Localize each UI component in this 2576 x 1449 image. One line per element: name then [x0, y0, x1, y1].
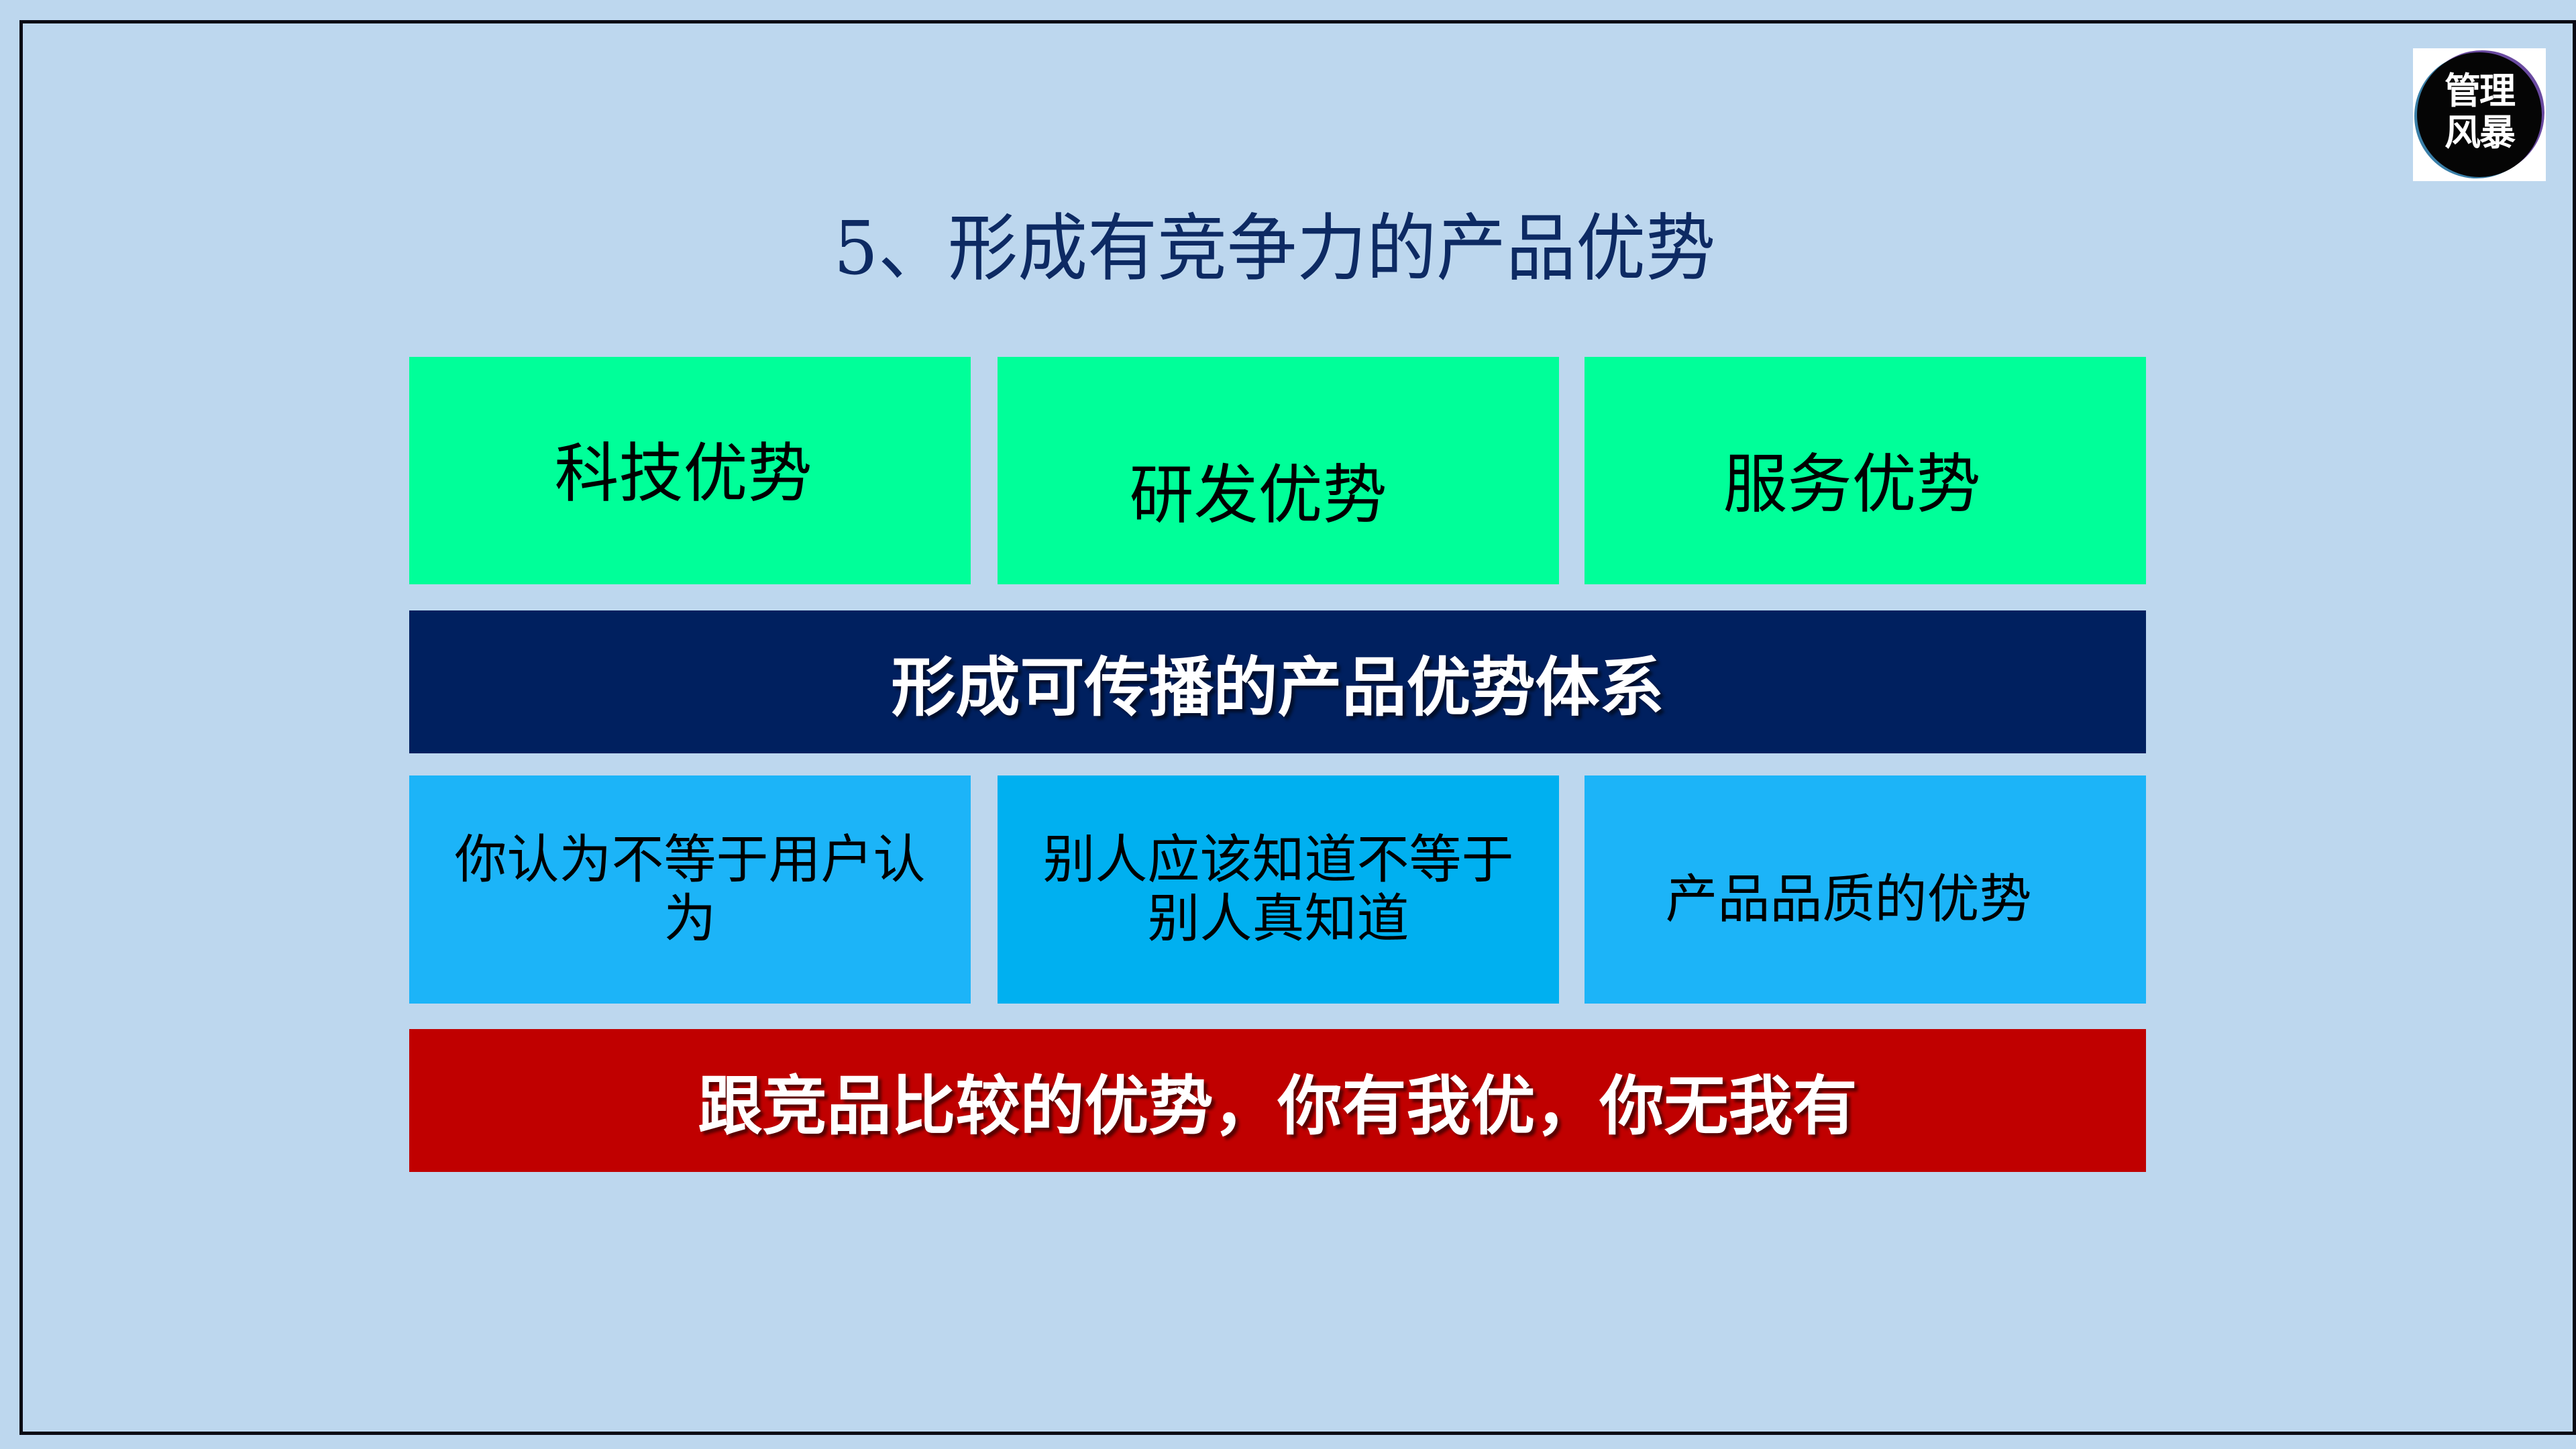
quality-box: 产品品质的优势 — [1585, 775, 2146, 1004]
competitor-comparison-bar: 跟竞品比较的优势，你有我优，你无我有 — [409, 1029, 2146, 1172]
perception-label: 你认为不等于用户认为 — [454, 830, 926, 949]
awareness-box: 别人应该知道不等于别人真知道 — [998, 775, 1559, 1004]
tech-advantage-label: 科技优势 — [554, 436, 812, 511]
awareness-label: 别人应该知道不等于别人真知道 — [1042, 830, 1514, 949]
service-advantage-box: 服务优势 — [1585, 357, 2146, 584]
service-advantage-label: 服务优势 — [1723, 447, 1981, 522]
advantage-system-label: 形成可传播的产品优势体系 — [891, 650, 1664, 725]
tech-advantage-box: 科技优势 — [409, 357, 971, 584]
quality-label: 产品品质的优势 — [1665, 869, 2032, 930]
brand-logo: 管理 风暴 — [2413, 48, 2546, 181]
logo-text-line1: 管理 — [2445, 70, 2516, 112]
slide-title: 5、形成有竞争力的产品优势 — [833, 205, 1716, 292]
rnd-advantage-box: 研发优势 — [998, 357, 1559, 584]
slide-frame — [19, 20, 2576, 1435]
logo-disc — [2417, 52, 2542, 177]
advantage-system-bar: 形成可传播的产品优势体系 — [409, 610, 2146, 753]
logo-text-line2: 风暴 — [2445, 111, 2516, 154]
competitor-comparison-label: 跟竞品比较的优势，你有我优，你无我有 — [698, 1069, 1858, 1144]
rnd-advantage-label: 研发优势 — [1129, 458, 1387, 533]
perception-box: 你认为不等于用户认为 — [409, 775, 971, 1004]
